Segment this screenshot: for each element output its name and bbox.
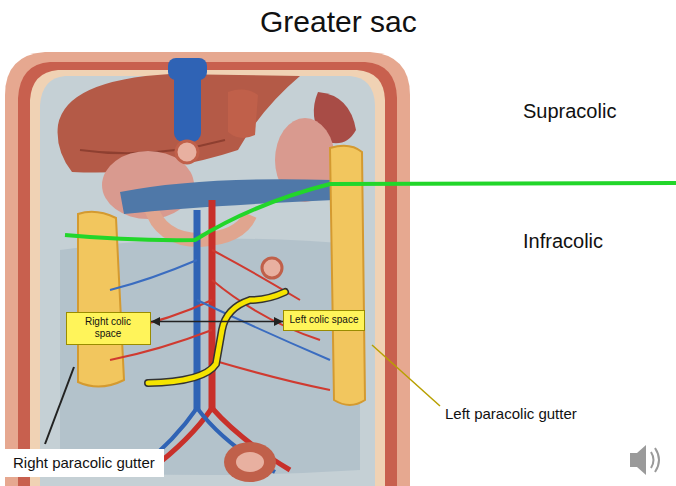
body-wall: [5, 52, 410, 486]
fat-layer: [30, 70, 385, 486]
right-gutter-leader: [45, 367, 74, 444]
transverse-mesocolon-root: [120, 179, 334, 214]
small-bowel-mesentery-root-outline: [148, 292, 285, 383]
small-bowel-mesentery-root: [148, 292, 285, 383]
double-arrow: [151, 321, 283, 323]
colic-space-box: Right colic space: [66, 312, 151, 345]
esophagus: [228, 90, 258, 138]
speaker-waves: [651, 448, 659, 472]
region-label: Supracolic: [523, 99, 616, 123]
mesentery-cut-bowel: [262, 258, 282, 278]
rectum-lumen: [236, 452, 264, 472]
speaker-icon: [630, 445, 646, 475]
colic-space-box: Left colic space: [283, 310, 365, 331]
box-text: Left colic space: [289, 314, 359, 326]
gutter-label: Right paracolic gutter: [4, 449, 164, 477]
slide-title: Greater sac: [260, 4, 417, 40]
region-label: Infracolic: [523, 229, 603, 253]
muscle-layer: [18, 62, 397, 486]
box-text: Right colic space: [72, 316, 144, 340]
gutter-label: Left paracolic gutter: [445, 405, 577, 423]
inferior-vena-cava-top: [168, 58, 207, 80]
left-gutter-leader: [372, 345, 440, 406]
duodenum-cut: [176, 141, 198, 163]
rectum: [224, 442, 276, 482]
